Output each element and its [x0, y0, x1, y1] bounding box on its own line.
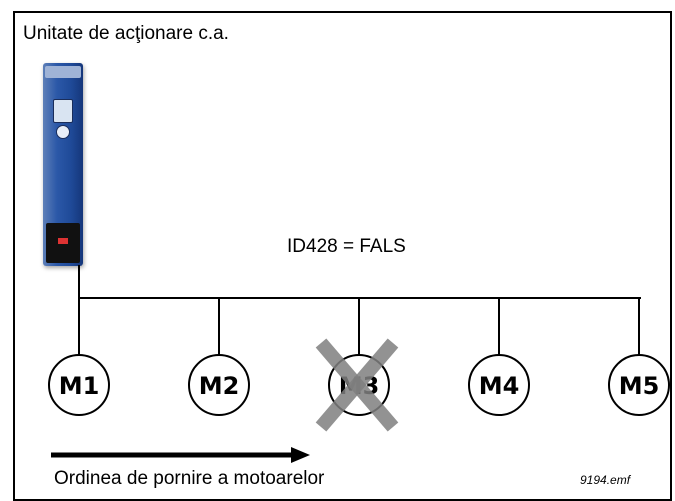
diagram-frame: Unitate de acţionare c.a. ID428 = FALS M…	[13, 11, 672, 501]
right-arrow-icon	[51, 447, 310, 463]
motor-m1: M1	[48, 298, 110, 416]
motor-circle	[48, 354, 110, 416]
drive-top-cover	[45, 66, 81, 78]
start-order-label: Ordinea de pornire a motoarelor	[54, 468, 325, 489]
drive-terminal-cover	[46, 223, 80, 263]
motor-label: M5	[619, 372, 660, 400]
wiring-diagram: M1 M2 M3M4 M5	[48, 265, 670, 463]
motor-m2: M2	[188, 298, 250, 416]
drive-control-knob	[56, 125, 70, 139]
drive-display-panel	[53, 99, 73, 123]
parameter-label: ID428 = FALS	[287, 236, 406, 257]
motor-m3: M3	[315, 298, 399, 432]
motor-circle	[188, 354, 250, 416]
diagram-title: Unitate de acţionare c.a.	[23, 23, 229, 44]
drive-indicator	[58, 238, 68, 244]
motor-label: M4	[479, 372, 520, 400]
x-cross-icon	[315, 338, 399, 432]
motor-label: M2	[199, 372, 240, 400]
motor-m5: M5	[608, 298, 670, 416]
motors-group: M1 M2 M3M4 M5	[48, 298, 670, 432]
motor-m4: M4	[468, 298, 530, 416]
motor-label: M1	[59, 372, 100, 400]
file-reference: 9194.emf	[580, 473, 631, 487]
motor-circle	[608, 354, 670, 416]
ac-drive-unit-icon	[43, 63, 83, 266]
motor-circle	[468, 354, 530, 416]
